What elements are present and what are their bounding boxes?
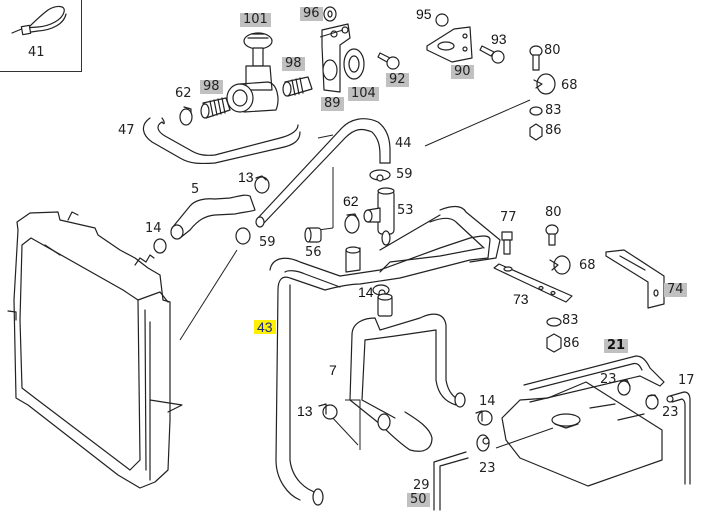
part-label-23-right-a[interactable]: 23	[600, 372, 617, 387]
clamp-62-middle-icon	[344, 213, 360, 234]
tank-icon	[495, 355, 665, 487]
sleeve-56-icon	[304, 227, 322, 243]
bracket-73-icon	[493, 263, 573, 303]
washer-96-icon	[323, 6, 337, 22]
part-label-43[interactable]: 43	[254, 320, 276, 334]
fitting-98-left-icon	[200, 97, 231, 119]
clamp-13-bottom-icon	[318, 403, 338, 420]
part-label-62-middle[interactable]: 62	[343, 193, 359, 209]
bolt-92-icon	[377, 52, 400, 70]
part-label-17[interactable]: 17	[678, 373, 695, 388]
washer-83-top-icon	[529, 106, 543, 116]
part-label-86-top[interactable]: 86	[545, 123, 562, 138]
part-label-14-left[interactable]: 14	[145, 221, 162, 236]
bracket-74-icon	[605, 249, 665, 309]
part-label-77[interactable]: 77	[500, 210, 517, 225]
part-label-59-left[interactable]: 59	[259, 235, 276, 250]
clamp-59-right-icon	[369, 169, 391, 182]
valve-icon	[226, 32, 279, 113]
part-label-50[interactable]: 50	[407, 493, 430, 507]
clamp-62-icon	[179, 106, 193, 126]
part-label-96[interactable]: 96	[300, 7, 323, 21]
part-label-62-top[interactable]: 62	[175, 86, 192, 101]
part-label-7[interactable]: 7	[329, 362, 337, 378]
part-label-23-right-b[interactable]: 23	[662, 405, 679, 420]
clamp-14-left-icon	[153, 238, 167, 254]
hose-47-icon	[142, 117, 301, 165]
part-label-44[interactable]: 44	[395, 136, 412, 151]
hose-7-icon	[330, 294, 466, 452]
part-label-104[interactable]: 104	[348, 87, 379, 101]
part-label-101[interactable]: 101	[240, 13, 271, 27]
bracket-90-icon	[426, 13, 473, 63]
part-label-13-top[interactable]: 13	[238, 169, 254, 185]
clamp-23-right-a-icon	[617, 379, 631, 396]
bracket-89-icon	[321, 23, 351, 93]
washer-83-middle-icon	[546, 317, 562, 327]
part-label-53[interactable]: 53	[397, 203, 414, 218]
part-label-5[interactable]: 5	[191, 182, 200, 197]
screw-80-top-icon	[529, 45, 543, 71]
part-label-86-middle[interactable]: 86	[563, 336, 580, 351]
clamp-23-bottom-icon	[476, 434, 490, 452]
nut-86-middle-icon	[546, 333, 562, 353]
pipe-29-icon	[433, 451, 469, 511]
part-label-80-middle[interactable]: 80	[545, 205, 562, 220]
part-label-13-bottom[interactable]: 13	[297, 403, 313, 419]
part-label-83-middle[interactable]: 83	[562, 313, 579, 328]
part-label-89[interactable]: 89	[321, 97, 344, 111]
part-label-98-right[interactable]: 98	[282, 57, 305, 71]
part-label-41[interactable]: 41	[28, 45, 45, 60]
radiator-icon	[7, 211, 183, 489]
part-label-93[interactable]: 93	[491, 31, 507, 47]
cable-tie-icon	[11, 5, 67, 36]
clamp-14-bottom-icon	[475, 410, 493, 426]
part-label-59-top[interactable]: 59	[396, 167, 413, 182]
part-label-74[interactable]: 74	[664, 283, 687, 297]
clamp-13-top-icon	[254, 175, 270, 194]
hose-tee-assembly-icon	[269, 205, 501, 506]
clamp-59-left-icon	[235, 227, 251, 245]
part-label-95[interactable]: 95	[416, 6, 432, 22]
part-label-14-bottom[interactable]: 14	[479, 394, 496, 409]
pipe-17-icon	[666, 391, 691, 485]
part-label-80-top[interactable]: 80	[544, 43, 561, 58]
part-label-83-top[interactable]: 83	[545, 103, 562, 118]
part-label-21[interactable]: 21	[604, 339, 629, 353]
bolt-77-icon	[501, 231, 513, 255]
nut-104-icon	[343, 48, 365, 80]
part-label-56[interactable]: 56	[305, 245, 322, 260]
fitting-98-right-icon	[282, 76, 313, 97]
clip-68-top-icon	[533, 73, 556, 95]
part-label-29[interactable]: 29	[413, 478, 430, 493]
inset-box-part-41	[0, 0, 82, 72]
part-label-92[interactable]: 92	[386, 73, 409, 87]
tee-53-icon	[363, 187, 395, 235]
part-label-90[interactable]: 90	[451, 65, 474, 79]
part-label-68-middle[interactable]: 68	[579, 258, 596, 273]
bolt-93-icon	[479, 45, 505, 64]
part-label-98-left[interactable]: 98	[200, 80, 223, 94]
nut-86-top-icon	[529, 123, 543, 141]
part-label-73[interactable]: 73	[513, 291, 529, 307]
part-label-14-middle[interactable]: 14	[358, 284, 374, 300]
clamp-23-right-b-icon	[645, 394, 659, 410]
screw-80-middle-icon	[545, 224, 559, 246]
hose-5-icon	[170, 194, 256, 240]
hose-44-icon	[255, 118, 391, 228]
part-label-23-bottom[interactable]: 23	[479, 461, 496, 476]
part-label-47[interactable]: 47	[118, 123, 135, 138]
clip-68-middle-icon	[549, 255, 571, 275]
part-label-68-top[interactable]: 68	[561, 78, 578, 93]
